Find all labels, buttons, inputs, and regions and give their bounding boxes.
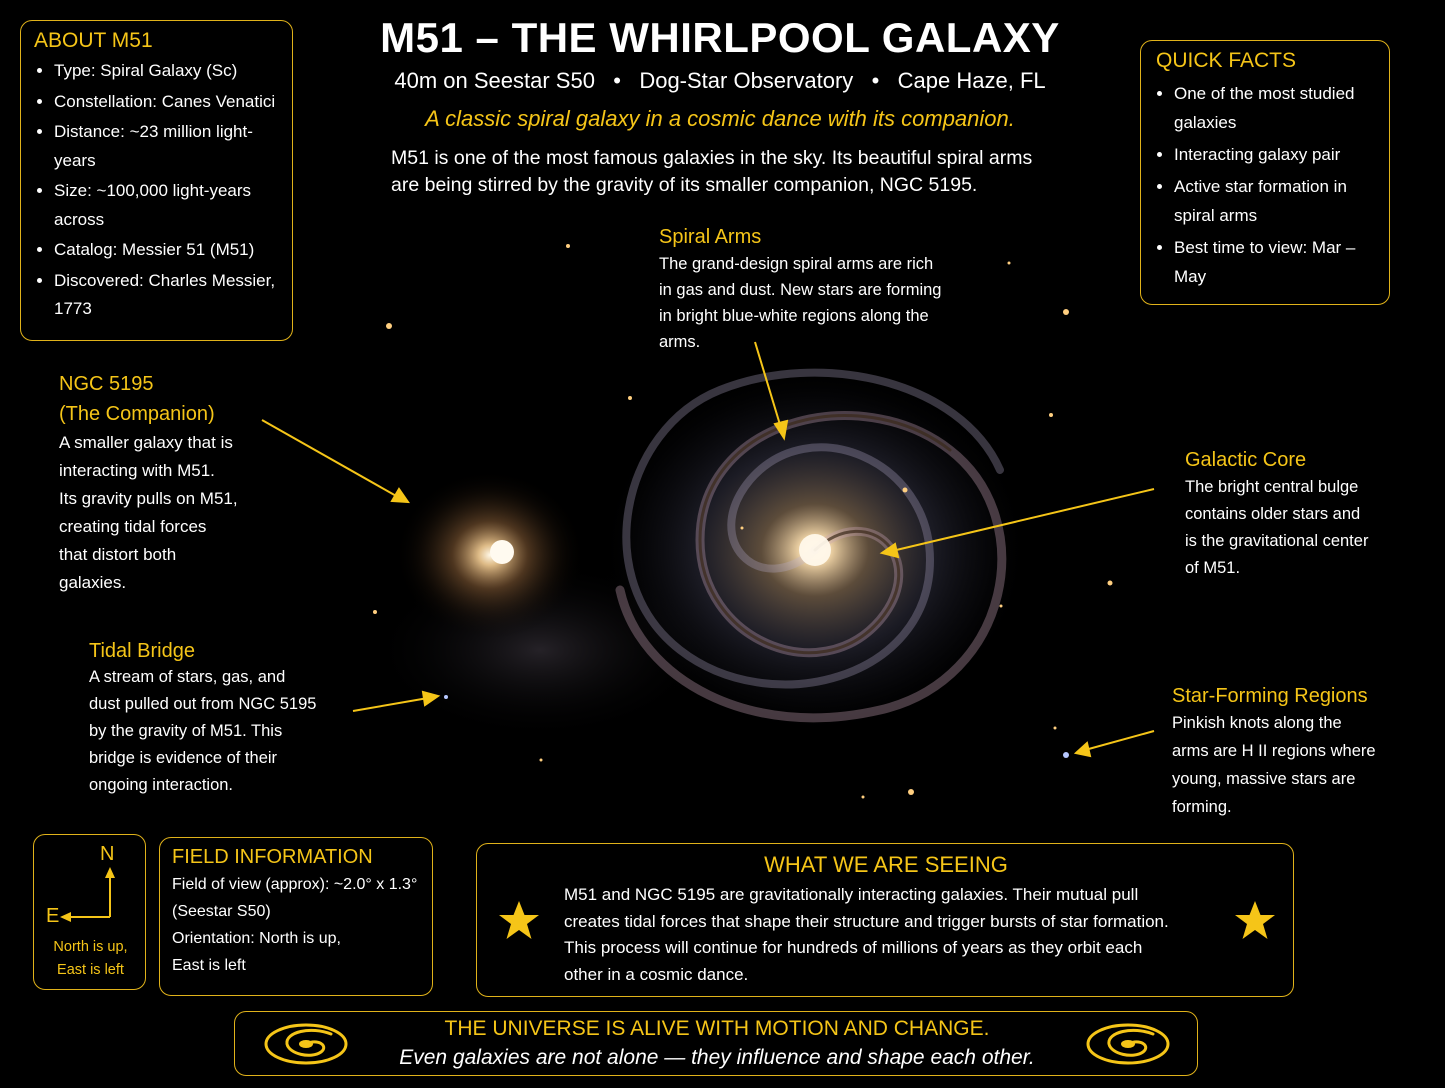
ngc5195-core	[490, 540, 514, 564]
annotation-title: NGC 5195	[59, 373, 154, 395]
annotation-star-forming: Star-Forming Regions Pinkish knots along…	[1172, 685, 1437, 821]
blue-star	[444, 695, 448, 699]
annotation-title: Galactic Core	[1185, 449, 1307, 471]
quick-facts-panel: QUICK FACTS One of the most studied gala…	[1140, 40, 1390, 305]
about-heading: ABOUT M51	[34, 29, 153, 52]
annotation-line: by the gravity of M51. This	[89, 722, 283, 740]
annotation-line: forming.	[1172, 798, 1232, 816]
annotation-body: A smaller galaxy that is interacting wit…	[59, 429, 289, 597]
star-icon	[499, 901, 539, 939]
annotation-line: contains older stars and	[1185, 505, 1361, 523]
annotation-line: arms are H II regions where	[1172, 742, 1376, 760]
footer-line2: Even galaxies are not alone — they influ…	[399, 1046, 1035, 1069]
annotation-core: Galactic Core The bright central bulge c…	[1185, 449, 1425, 582]
page-title: M51 – THE WHIRLPOOL GALAXY	[380, 14, 1060, 61]
seeing-line: This process will continue for hundreds …	[564, 938, 1143, 957]
annotation-title: Tidal Bridge	[89, 640, 195, 662]
annotation-line: The grand-design spiral arms are rich	[659, 255, 934, 273]
seeing-line: creates tidal forces that shape their st…	[564, 911, 1169, 931]
annotation-line: in gas and dust. New stars are forming	[659, 281, 942, 299]
annotation-line: ongoing interaction.	[89, 776, 234, 794]
spiral-galaxy-icon	[1086, 1023, 1170, 1065]
annotation-tidal-bridge: Tidal Bridge A stream of stars, gas, and…	[89, 640, 349, 799]
annotation-title: Star-Forming Regions	[1172, 685, 1368, 707]
list-item: Size: ~100,000 light-years across	[54, 177, 280, 234]
blue-star	[1063, 752, 1069, 758]
field-info-heading: FIELD INFORMATION	[172, 846, 373, 868]
annotation-arrows	[261, 341, 1155, 758]
caption-line: North is up,	[53, 939, 128, 955]
annotation-line: A stream of stars, gas, and	[89, 668, 286, 686]
list-item: Active star formation in spiral arms	[1174, 172, 1377, 230]
annotation-body: The bright central bulge contains older …	[1185, 474, 1425, 582]
compass-caption: North is up, East is left	[34, 936, 147, 982]
seeing-heading: WHAT WE ARE SEEING	[764, 852, 1008, 877]
footer-banner: THE UNIVERSE IS ALIVE WITH MOTION AND CH…	[234, 1011, 1198, 1076]
intro-text: M51 is one of the most famous galaxies i…	[391, 145, 1071, 199]
annotation-spiral-arms: Spiral Arms The grand-design spiral arms…	[659, 226, 979, 355]
annotation-line: galaxies.	[59, 573, 127, 592]
list-item: Best time to view: Mar – May	[1174, 233, 1377, 291]
annotation-line: in bright blue-white regions along the	[659, 307, 929, 325]
annotation-body: Pinkish knots along the arms are H II re…	[1172, 709, 1437, 821]
footer-line1: THE UNIVERSE IS ALIVE WITH MOTION AND CH…	[444, 1017, 990, 1040]
annotation-line: A smaller galaxy that is	[59, 433, 233, 452]
annotation-line: is the gravitational center	[1185, 532, 1369, 550]
field-info-body: Field of view (approx): ~2.0° x 1.3° (Se…	[172, 871, 422, 979]
annotation-line: arms.	[659, 333, 701, 351]
annotation-line: of M51.	[1185, 559, 1241, 577]
annotation-line: creating tidal forces	[59, 517, 207, 536]
field-info-line: (Seestar S50)	[172, 903, 271, 920]
quick-facts-list: One of the most studied galaxies Interac…	[1156, 79, 1377, 291]
compass-north-label: N	[100, 843, 115, 865]
tagline: A classic spiral galaxy in a cosmic danc…	[425, 106, 1015, 131]
annotation-line: interacting with M51.	[59, 461, 215, 480]
annotation-line: The bright central bulge	[1185, 478, 1359, 496]
list-item: Distance: ~23 million light-years	[54, 118, 280, 175]
seeing-panel: WHAT WE ARE SEEING M51 and NGC 5195 are …	[476, 843, 1294, 997]
list-item: Type: Spiral Galaxy (Sc)	[54, 57, 280, 86]
compass-arrows-icon	[60, 867, 115, 922]
field-info-panel: FIELD INFORMATION Field of view (approx)…	[159, 837, 433, 996]
seeing-line: other in a cosmic dance.	[564, 964, 749, 984]
about-list: Type: Spiral Galaxy (Sc) Constellation: …	[34, 57, 280, 324]
annotation-companion: NGC 5195 (The Companion) A smaller galax…	[59, 369, 289, 597]
seeing-body: M51 and NGC 5195 are gravitationally int…	[564, 882, 1244, 988]
ngc5195-glow	[395, 470, 585, 640]
field-info-line: Orientation: North is up,	[172, 930, 341, 947]
list-item: Interacting galaxy pair	[1174, 140, 1377, 169]
intro-line: are being stirred by the gravity of its …	[391, 174, 978, 196]
about-panel: ABOUT M51 Type: Spiral Galaxy (Sc) Const…	[20, 20, 293, 341]
list-item: One of the most studied galaxies	[1174, 79, 1377, 137]
annotation-body: The grand-design spiral arms are rich in…	[659, 251, 979, 355]
seeing-line: M51 and NGC 5195 are gravitationally int…	[564, 885, 1139, 904]
compass-east-label: E	[46, 905, 60, 927]
annotation-line: Its gravity pulls on M51,	[59, 489, 238, 508]
annotation-line: bridge is evidence of their	[89, 749, 278, 767]
annotation-title: (The Companion)	[59, 403, 215, 425]
caption-line: East is left	[57, 962, 124, 978]
field-stars	[373, 244, 1113, 799]
list-item: Constellation: Canes Venatici	[54, 88, 280, 117]
annotation-line: young, massive stars are	[1172, 770, 1356, 788]
field-info-line: Field of view (approx): ~2.0° x 1.3°	[172, 876, 418, 893]
star-icon	[1235, 901, 1275, 939]
page-subtitle: 40m on Seestar S50 • Dog-Star Observator…	[394, 68, 1046, 93]
list-item: Discovered: Charles Messier, 1773	[54, 267, 280, 324]
annotation-line: Pinkish knots along the	[1172, 714, 1342, 732]
compass-panel: N E North is up, East is left	[33, 834, 146, 990]
quick-facts-heading: QUICK FACTS	[1156, 49, 1297, 72]
annotation-line: that distort both	[59, 545, 177, 564]
annotation-line: dust pulled out from NGC 5195	[89, 695, 317, 713]
list-item: Catalog: Messier 51 (M51)	[54, 236, 280, 265]
annotation-body: A stream of stars, gas, and dust pulled …	[89, 664, 349, 799]
m51-core	[799, 534, 831, 566]
spiral-galaxy-icon	[264, 1023, 348, 1065]
intro-line: M51 is one of the most famous galaxies i…	[391, 147, 1033, 169]
field-info-line: East is left	[172, 957, 246, 974]
annotation-title: Spiral Arms	[659, 226, 762, 248]
